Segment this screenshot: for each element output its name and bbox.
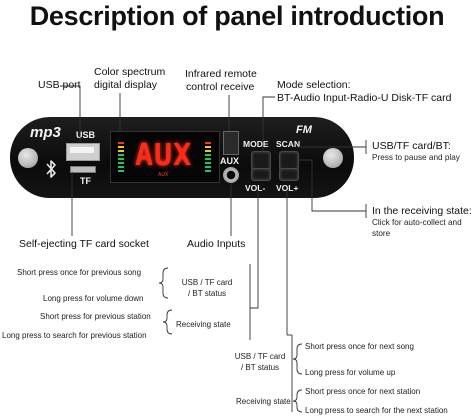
spectrum-bar [118, 166, 124, 168]
label-color-spectrum-2: digital display [94, 79, 158, 91]
label-infrared-1: Infrared remote [185, 68, 257, 80]
vol-minus-button[interactable] [251, 168, 271, 181]
spectrum-bar [205, 162, 211, 164]
spectrum-bar [118, 142, 124, 144]
mount-hole-left [18, 148, 38, 168]
spectrum-bar [118, 162, 124, 164]
label-infrared-2: control receive [186, 81, 255, 93]
spectrum-bar [205, 146, 211, 148]
vol-minus-group1-label-1: USB / TF card [181, 278, 233, 287]
label-pause-play: Press to pause and play [372, 153, 460, 162]
lcd-text: AUX [135, 138, 193, 173]
label-audio-inputs: Audio Inputs [187, 238, 246, 250]
mode-label: MODE [243, 139, 269, 149]
vol-minus-item-4: Long press to search for previous statio… [2, 331, 147, 340]
vol-minus-label: VOL- [245, 183, 266, 193]
spectrum-bar [205, 154, 211, 156]
tf-label: TF [80, 176, 91, 186]
mp3-logo: mp3 [30, 124, 61, 141]
spectrum-bar [118, 154, 124, 156]
vol-plus-item-2: Long press for volume up [305, 368, 396, 377]
aux-label: AUX [220, 156, 240, 166]
vol-minus-group1-label-2: / BT status [187, 289, 227, 298]
spectrum-bar [205, 150, 211, 152]
label-mode-selection-1: Mode selection: [277, 79, 351, 91]
vol-plus-label: VOL+ [276, 183, 299, 193]
label-usb-port: USB port [38, 79, 81, 91]
page-title: Description of panel introduction [29, 1, 445, 31]
spectrum-bar [205, 170, 211, 172]
label-color-spectrum-1: Color spectrum [94, 66, 166, 78]
label-auto-collect-1: Click for auto-collect and [372, 218, 462, 227]
vol-plus-group1-label-2: / BT status [240, 363, 280, 372]
vol-minus-group2-label: Receiving state [176, 320, 231, 329]
mount-hole-right [323, 148, 343, 168]
label-tf-socket: Self-ejecting TF card socket [19, 238, 149, 250]
vol-plus-button[interactable] [279, 168, 299, 181]
vol-plus-item-1: Short press once for next song [305, 342, 414, 351]
label-auto-collect-2: store [372, 229, 391, 238]
lcd-sub-text: AUX [158, 172, 169, 178]
infrared-receiver [223, 131, 239, 155]
spectrum-bar [118, 150, 124, 152]
label-receiving-state: In the receiving state: [372, 205, 472, 217]
lcd-display [110, 131, 220, 183]
scan-label: SCAN [276, 139, 301, 149]
vol-minus-item-1: Short press once for previous song [17, 268, 142, 277]
vol-plus-item-4: Long press to search for the next statio… [305, 406, 448, 415]
tf-card-slot[interactable] [70, 166, 96, 173]
vol-plus-group1-label-1: USB / TF card [234, 352, 286, 361]
vol-plus-item-3: Short press once for next station [305, 387, 421, 396]
vol-minus-item-3: Short press for previous station [40, 312, 151, 321]
usb-port-inner [70, 147, 94, 153]
usb-label: USB [76, 130, 96, 140]
vol-plus-group2-label: Receiving state [236, 397, 291, 406]
spectrum-bar [118, 170, 124, 172]
fm-logo: FM [296, 124, 312, 136]
audio-input-jack[interactable] [223, 167, 239, 183]
vol-minus-item-2: Long press for volume down [43, 294, 144, 303]
spectrum-bar [118, 146, 124, 148]
label-usb-tf-bt: USB/TF card/BT: [372, 140, 451, 152]
bluetooth-icon [46, 160, 56, 178]
spectrum-bar [205, 142, 211, 144]
spectrum-bar [118, 158, 124, 160]
spectrum-bar [205, 166, 211, 168]
spectrum-bar [205, 158, 211, 160]
label-mode-selection-2: BT-Audio Input-Radio-U Disk-TF card [277, 92, 452, 104]
